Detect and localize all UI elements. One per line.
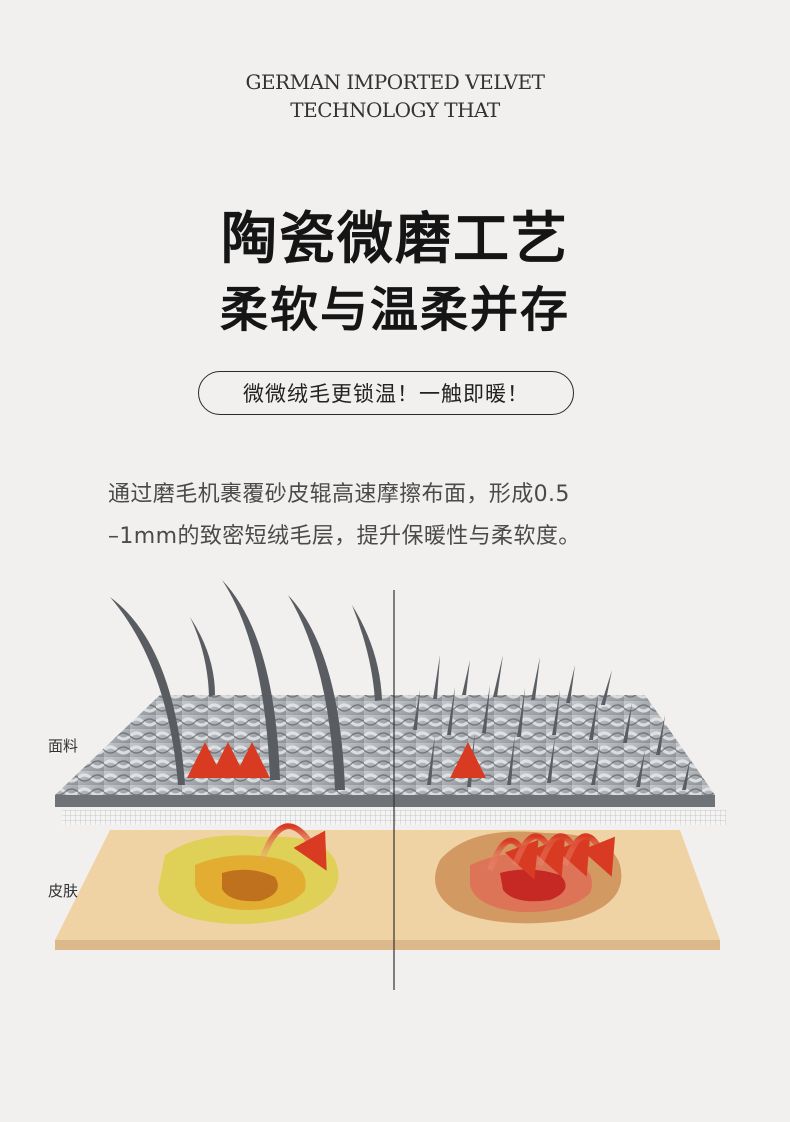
description-line-2: –1mm的致密短绒毛层，提升保暖性与柔软度。 [108,524,581,549]
long-fibers [110,580,382,790]
heat-arrows-right [450,742,616,880]
fabric-label: 面料 [48,737,79,755]
description: 通过磨毛机裹覆砂皮辊高速摩擦布面，形成0.5 –1mm的致密短绒毛层，提升保暖性… [108,474,688,558]
short-fibers [413,655,690,790]
warmth-badge-text: 微微绒毛更锁温！一触即暖！ [243,382,529,406]
eyebrow-line-1: GERMAN IMPORTED VELVET [245,70,545,94]
headline-line-2: 柔软与温柔并存 [219,282,570,338]
headline-line-1: 陶瓷微磨工艺 [221,207,569,272]
heat-arrows-left [187,742,327,875]
fabric-layer [55,695,715,807]
description-line-1: 通过磨毛机裹覆砂皮辊高速摩擦布面，形成0.5 [108,482,570,507]
headline: 陶瓷微磨工艺 柔软与温柔并存 [0,205,790,345]
eyebrow-line-2: TECHNOLOGY THAT [290,98,500,122]
fabric-comparison-illustration [55,580,726,990]
skin-label: 皮肤 [48,882,79,900]
skin-layer [55,830,720,950]
fabric-comparison-diagram: 面料 皮肤 [0,575,790,1005]
eyebrow-title: GERMAN IMPORTED VELVET TECHNOLOGY THAT [0,68,790,124]
warmth-badge: 微微绒毛更锁温！一触即暖！ [198,371,574,415]
